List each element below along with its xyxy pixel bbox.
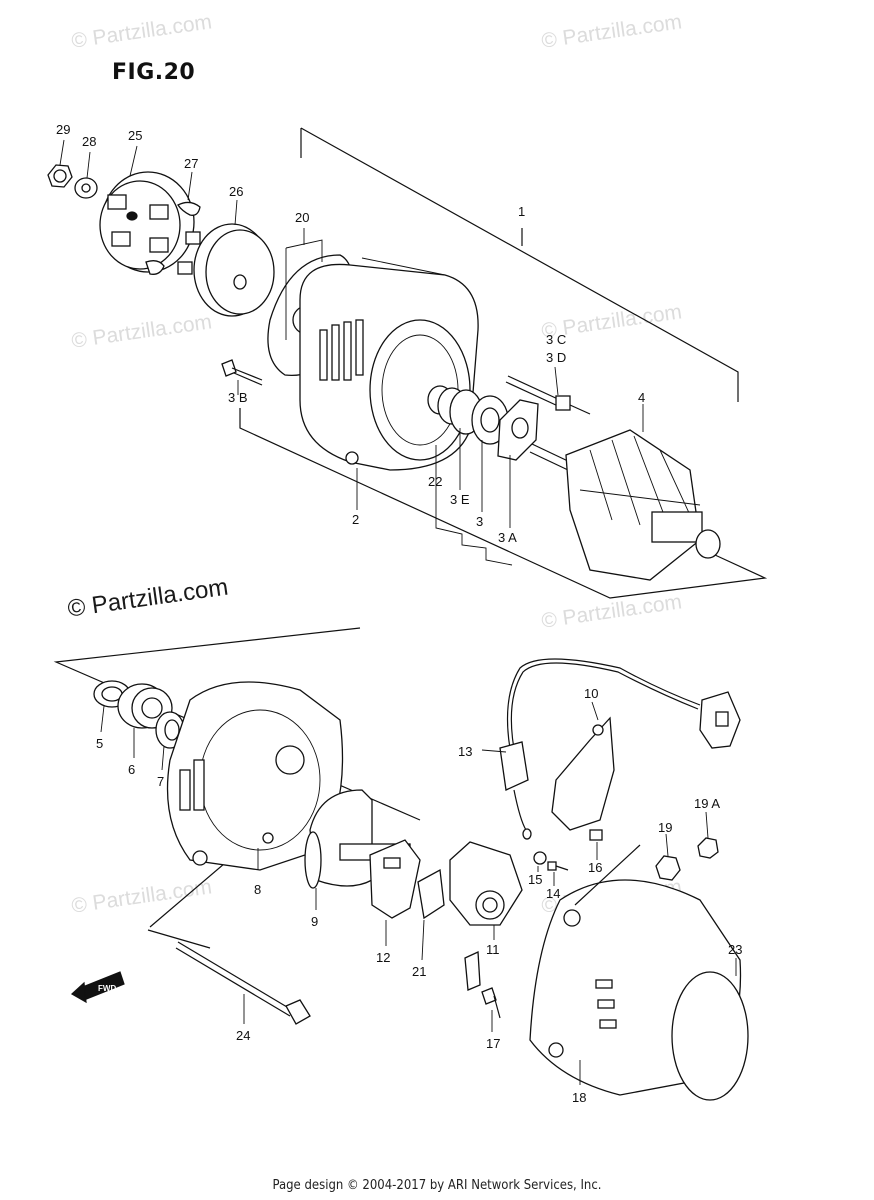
rear-housing-part-8 (166, 681, 344, 871)
brush-holder-part-12 (369, 839, 421, 919)
cooling-slots (319, 319, 364, 381)
callout-6: 6 (128, 762, 135, 777)
callout-16: 16 (588, 860, 602, 875)
front-housing-part-2 (299, 257, 479, 471)
forward-arrow-icon: FWD (70, 971, 125, 1004)
screw-part-3B (221, 359, 263, 386)
callout-5: 5 (96, 736, 103, 751)
nut-part-29 (47, 164, 73, 188)
callout-26: 26 (229, 184, 243, 199)
stator-part-9 (304, 789, 411, 889)
washer-part-15 (533, 851, 547, 865)
nut-part-19 (655, 855, 681, 881)
callout-1: 1 (518, 204, 525, 219)
callout-3E: 3 E (450, 492, 470, 507)
cap-part-23 (671, 971, 749, 1101)
callout-19: 19 (658, 820, 672, 835)
coupling-hub-part-25 (99, 171, 195, 273)
callout-22: 22 (428, 474, 442, 489)
callout-3: 3 (476, 514, 483, 529)
callout-28: 28 (82, 134, 96, 149)
callout-2: 2 (352, 512, 359, 527)
bolt-part-3C-3D (505, 375, 591, 415)
callout-12: 12 (376, 950, 390, 965)
callout-19A: 19 A (694, 796, 720, 811)
insulator-part-21 (417, 868, 445, 920)
callout-29: 29 (56, 122, 70, 137)
callout-labels: 29 28 25 27 26 20 1 3 C 3 D 3 B 4 2 22 3… (56, 122, 742, 1105)
callout-9: 9 (311, 914, 318, 929)
callout-18: 18 (572, 1090, 586, 1105)
callout-7: 7 (157, 774, 164, 789)
bracket-screw-part-17 (464, 951, 501, 1019)
callout-15: 15 (528, 872, 542, 887)
callout-8: 8 (254, 882, 261, 897)
retainer-part-3A (497, 399, 539, 461)
washer-part-28 (74, 177, 98, 199)
callout-14: 14 (546, 886, 560, 901)
callout-27: 27 (184, 156, 198, 171)
callout-3D: 3 D (546, 350, 566, 365)
rotor-part-4 (529, 429, 721, 581)
callout-25: 25 (128, 128, 142, 143)
screw-part-14 (547, 861, 569, 871)
callout-13: 13 (458, 744, 472, 759)
callout-11: 11 (486, 942, 500, 957)
callout-3B: 3 B (228, 390, 248, 405)
callout-3A: 3 A (498, 530, 517, 545)
callout-3C: 3 C (546, 332, 566, 347)
callout-24: 24 (236, 1028, 250, 1043)
callout-17: 17 (486, 1036, 500, 1051)
callout-4: 4 (638, 390, 645, 405)
through-bolt-part-24 (175, 941, 311, 1025)
regulator-part-11 (449, 841, 523, 926)
callout-23: 23 (728, 942, 742, 957)
nut-part-19A (697, 837, 719, 859)
bracket-part-10 (551, 716, 615, 831)
page-footer: Page design © 2004-2017 by ARI Network S… (272, 1178, 602, 1193)
callout-20: 20 (295, 210, 309, 225)
bushing-part-16 (589, 829, 603, 841)
callout-10: 10 (584, 686, 598, 701)
callout-21: 21 (412, 964, 426, 979)
svg-text:FWD: FWD (98, 984, 116, 993)
figure-title: FIG.20 (112, 60, 196, 85)
assembly-bracket-upper (239, 127, 768, 599)
cushion-disc-part-26 (193, 223, 275, 317)
wire-harness-part-13 (499, 658, 741, 840)
damper-part-27 (145, 201, 201, 275)
